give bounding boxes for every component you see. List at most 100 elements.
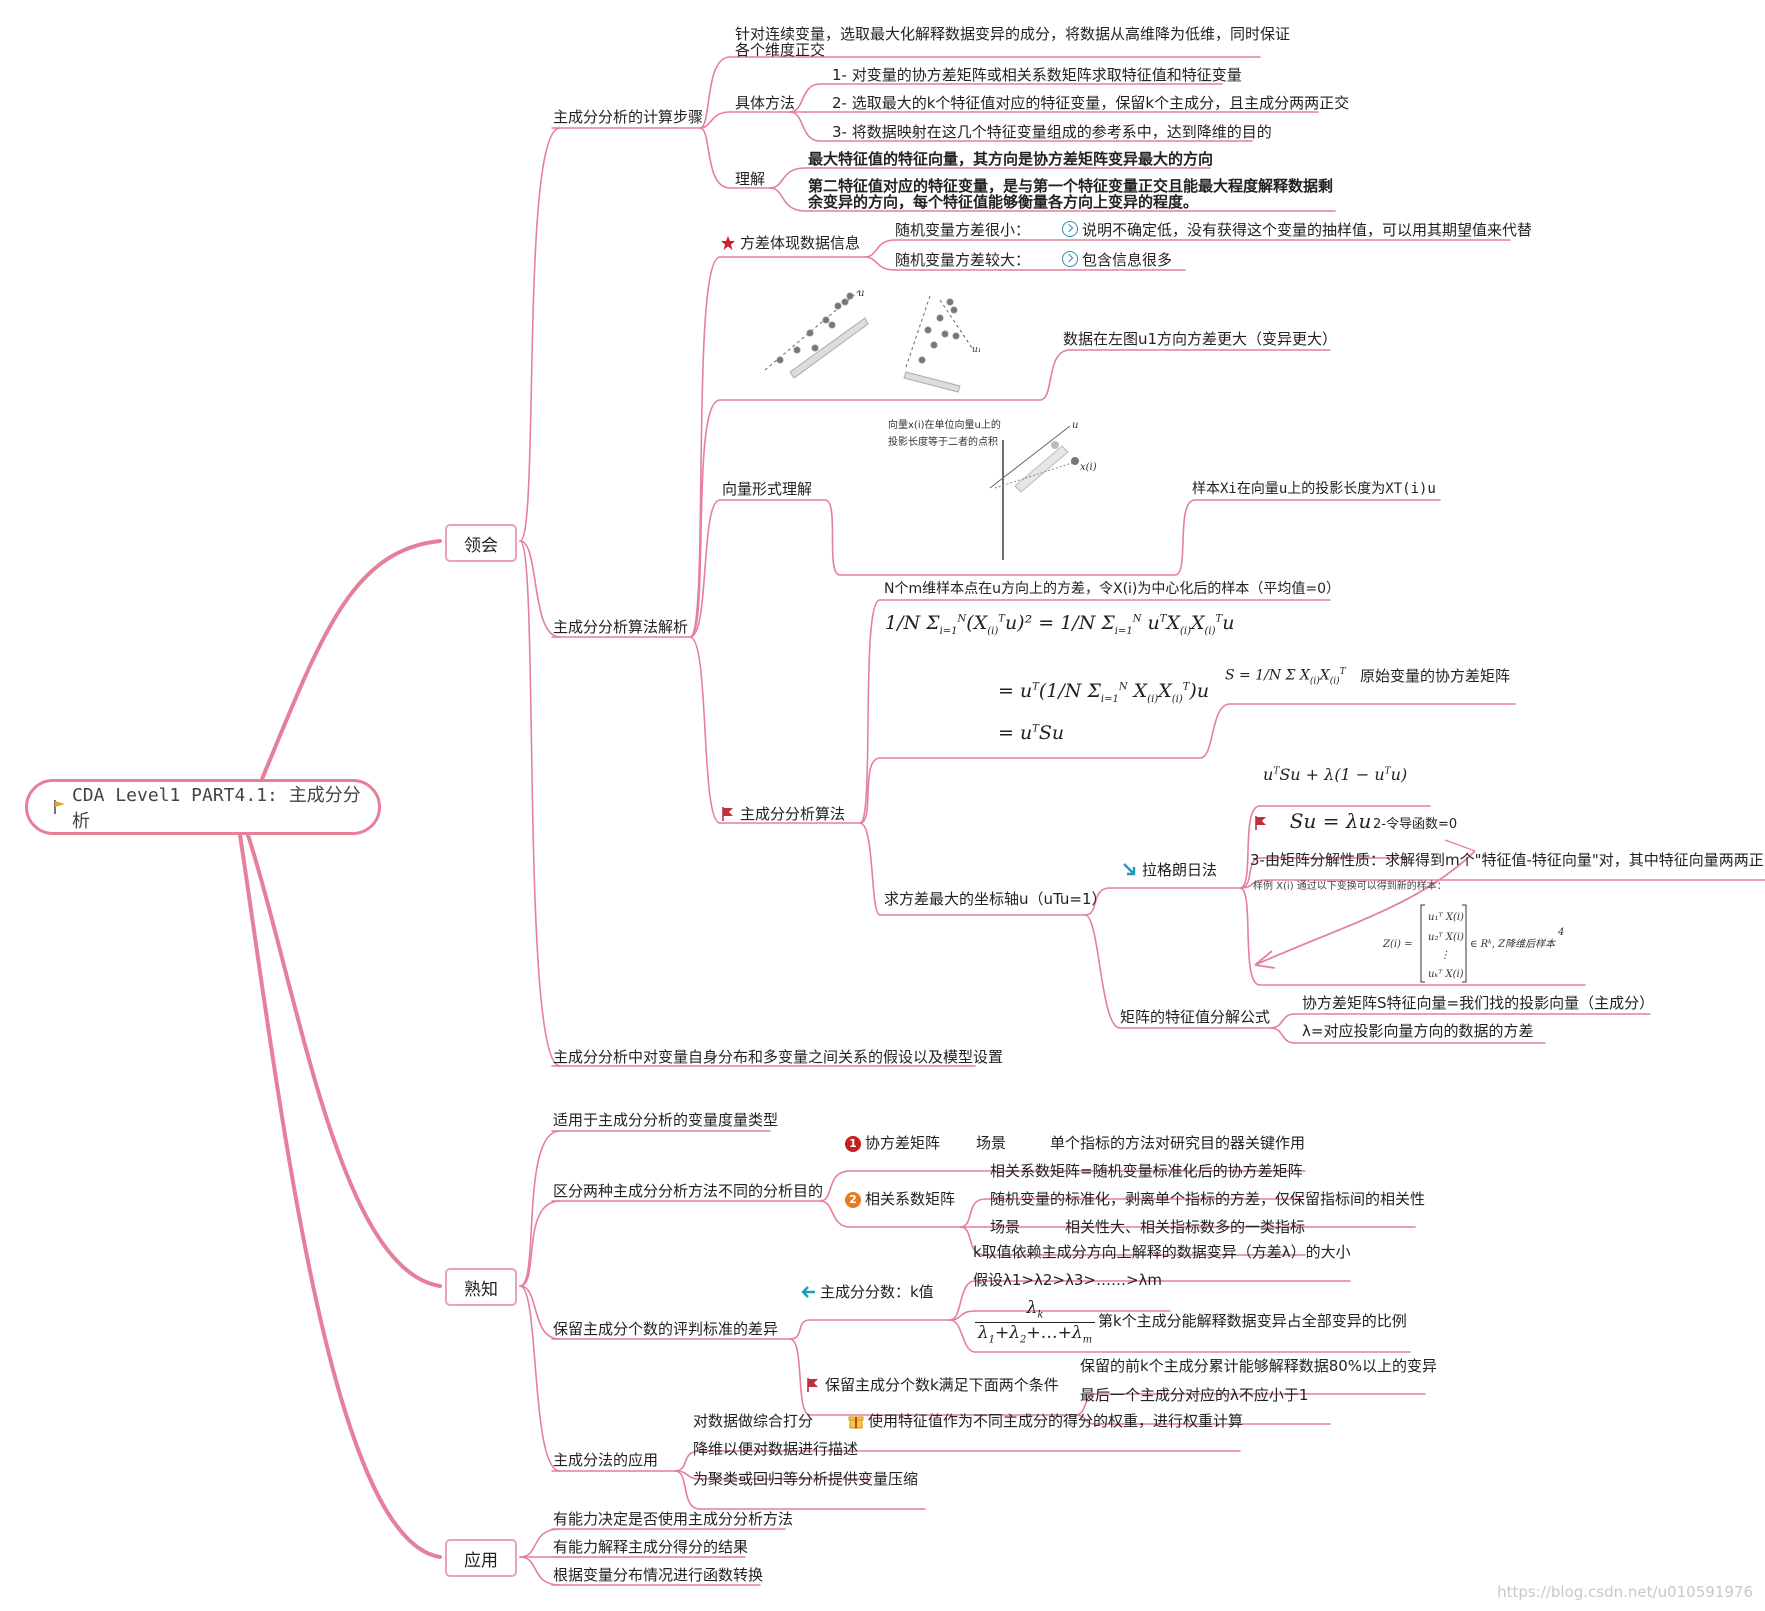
node-c2[interactable]: 随机变量的标准化，剥离单个指标的方差，仅保留指标间的相关性 xyxy=(990,1190,1426,1208)
node-e2[interactable]: λ=对应投影向量方向的数据的方差 xyxy=(1302,1022,1534,1040)
node-cov-scene-d[interactable]: 单个指标的方法对研究目的器关键作用 xyxy=(1050,1134,1306,1152)
node-algo[interactable]: 主成分分析算法解析 xyxy=(553,618,689,636)
svg-text:Z(i) =: Z(i) = xyxy=(1382,939,1413,950)
node-pca-algo[interactable]: 主成分分析算法 xyxy=(720,805,845,823)
root-title: CDA Level1 PART4.1: 主成分分析 xyxy=(71,785,361,832)
node-cov-label-text: 协方差矩阵 xyxy=(865,1134,941,1152)
number-2-icon: 2 xyxy=(845,1192,861,1208)
node-method[interactable]: 具体方法 xyxy=(735,94,796,112)
node-eigen[interactable]: 矩阵的特征值分解公式 xyxy=(1120,1008,1271,1026)
node-c1[interactable]: 相关系数矩阵=随机变量标准化后的协方差矩阵 xyxy=(990,1162,1303,1180)
formula-variance-2: = uT(1/N Σi=1N X(i)X(i)T)u xyxy=(998,680,1210,705)
branch-linghui[interactable]: 领会 xyxy=(445,524,517,562)
node-v-large[interactable]: 随机变量方差较大： xyxy=(895,251,1031,269)
node-e1[interactable]: 协方差矩阵S特征向量=我们找的投影向量（主成分） xyxy=(1302,994,1655,1012)
svg-text:u₁ᵀ X(i): u₁ᵀ X(i) xyxy=(1428,912,1464,923)
node-lagrange[interactable]: 拉格朗日法 xyxy=(1122,861,1217,879)
chevron-right-icon xyxy=(1062,221,1078,237)
scatter-u-label: u xyxy=(858,288,864,299)
node-m2[interactable]: 2- 选取最大的k个特征值对应的特征变量，保留k个主成分，且主成分两两正交 xyxy=(832,94,1350,112)
scatter-u1-label: u₁ xyxy=(972,345,981,355)
node-understand[interactable]: 理解 xyxy=(735,170,766,188)
node-left-more[interactable]: 数据在左图u1方向方差更大（变异更大） xyxy=(1063,330,1338,348)
node-vector[interactable]: 向量形式理解 xyxy=(722,480,813,498)
svg-text:uₖᵀ X(i): uₖᵀ X(i) xyxy=(1428,969,1464,980)
node-m3[interactable]: 3- 将数据映射在这几个特征变量组成的参考系中，达到降维的目的 xyxy=(832,123,1272,141)
node-u1[interactable]: 最大特征值的特征向量，其方向是协方差矩阵变异最大的方向 xyxy=(808,150,1214,168)
branch-shuzhi[interactable]: 熟知 xyxy=(445,1268,517,1306)
node-steps-desc-2[interactable]: 各个维度正交 xyxy=(735,41,826,59)
flag-icon xyxy=(722,807,733,821)
node-v-small-d-label: 说明不确定低，没有获得这个变量的抽样值，可以用其期望值来代替 xyxy=(1082,221,1533,239)
node-a2[interactable]: 降维以便对数据进行描述 xyxy=(693,1440,859,1458)
node-cond1[interactable]: 保留的前k个主成分累计能够解释数据80%以上的变异 xyxy=(1080,1357,1438,1375)
node-y3[interactable]: 根据变量分布情况进行函数转换 xyxy=(553,1566,764,1584)
formula-variance-1: 1/N Σi=1N(X(i)Tu)² = 1/N Σi=1N uTX(i)X(i… xyxy=(885,612,1235,637)
node-c3[interactable]: 场景 xyxy=(990,1218,1021,1236)
node-variance[interactable]: 方差体现数据信息 xyxy=(720,234,860,252)
node-proj-len[interactable]: 样本Xi在向量u上的投影长度为XT(i)u xyxy=(1192,481,1436,497)
node-v-small-d[interactable]: 说明不确定低，没有获得这个变量的抽样值，可以用其期望值来代替 xyxy=(1062,221,1532,239)
node-steps-desc-1[interactable]: 针对连续变量，选取最大化解释数据变异的成分，将数据从高维降为低维，同时保证 xyxy=(735,25,1291,43)
flag-icon xyxy=(54,800,65,814)
svg-text:∈ Rᵏ, Z降维后样本: ∈ Rᵏ, Z降维后样本 xyxy=(1470,938,1556,950)
node-k1[interactable]: k取值依赖主成分方向上解释的数据变异（方差λ）的大小 xyxy=(973,1243,1351,1261)
node-v-small[interactable]: 随机变量方差很小： xyxy=(895,221,1031,239)
node-y1[interactable]: 有能力决定是否使用主成分分析方法 xyxy=(553,1510,794,1528)
node-sample-note: 样例 X(i) 通过以下变换可以得到新的样本： xyxy=(1253,881,1447,892)
node-cond[interactable]: 保留主成分个数k满足下面两个条件 xyxy=(805,1376,1059,1394)
formula-eigen: Su = λu xyxy=(1289,809,1372,833)
svg-text:4: 4 xyxy=(1557,927,1564,938)
node-k2[interactable]: 假设λ1>λ2>λ3>……>λm xyxy=(973,1271,1163,1289)
branch-yingyong[interactable]: 应用 xyxy=(445,1539,517,1577)
node-pca-algo-label: 主成分分析算法 xyxy=(740,805,846,823)
node-k3[interactable]: 第k个主成分能解释数据变异占全部变异的比例 xyxy=(1098,1312,1407,1330)
formula-lagrange: uTSu + λ(1 − uTu) xyxy=(1263,765,1408,784)
svg-text:u₂ᵀ X(i): u₂ᵀ X(i) xyxy=(1428,932,1464,943)
node-u2b[interactable]: 余变异的方向，每个特征值能够衡量各方向上变异的程度。 xyxy=(808,193,1199,211)
node-keep[interactable]: 保留主成分个数的评判标准的差异 xyxy=(553,1320,779,1338)
number-1-icon: 1 xyxy=(845,1136,861,1152)
node-assume[interactable]: 主成分分析中对变量自身分布和多变量之间关系的假设以及模型设置 xyxy=(553,1048,1004,1066)
formula-ratio: λk λ1+λ2+…+λm xyxy=(975,1298,1095,1346)
node-max-axis[interactable]: 求方差最大的坐标轴u（uTu=1） xyxy=(884,890,1107,908)
node-cov-scene[interactable]: 场景 xyxy=(976,1134,1007,1152)
projection-diagram xyxy=(989,425,1079,560)
node-variance-label: 方差体现数据信息 xyxy=(740,234,861,252)
proj-x-label: x(i) xyxy=(1080,462,1097,473)
chevron-right-icon xyxy=(1062,251,1078,267)
node-steps[interactable]: 主成分分析的计算步骤 xyxy=(553,108,704,126)
node-c3d[interactable]: 相关性大、相关指标数多的一类指标 xyxy=(1065,1218,1306,1236)
node-l1[interactable]: Su = λu xyxy=(1253,809,1372,833)
node-cond2[interactable]: 最后一个主成分对应的λ不应小于1 xyxy=(1080,1386,1309,1404)
star-icon xyxy=(721,236,735,250)
node-v-large-d-label: 包含信息很多 xyxy=(1082,251,1173,269)
node-l2[interactable]: 2-令导函数=0 xyxy=(1373,817,1458,832)
node-u2a[interactable]: 第二特征值对应的特征变量，是与第一个特征变量正交且能最大程度解释数据剩 xyxy=(808,177,1334,195)
root-node[interactable]: CDA Level1 PART4.1: 主成分分析 xyxy=(25,779,381,835)
arrow-down-right-icon xyxy=(1123,863,1136,876)
node-l3[interactable]: 3-由矩阵分解性质：求解得到m个"特征值-特征向量"对，其中特征向量两两正交 xyxy=(1250,851,1765,869)
node-n-samples[interactable]: N个m维样本点在u方向上的方差，令X(i)为中心化后的样本（平均值=0） xyxy=(884,581,1341,597)
formula-cov: S = 1/N Σ X(i)X(i)T xyxy=(1225,667,1346,687)
node-app[interactable]: 主成分法的应用 xyxy=(553,1451,659,1469)
node-a1[interactable]: 对数据做综合打分 xyxy=(693,1412,814,1430)
proj-note-2: 投影长度等于二者的点积 xyxy=(888,437,998,448)
watermark: https://blog.csdn.net/u010591976 xyxy=(1497,1583,1753,1601)
node-a1d[interactable]: 使用特征值作为不同主成分的得分的权重，进行权重计算 xyxy=(848,1412,1243,1430)
node-v-large-d[interactable]: 包含信息很多 xyxy=(1062,251,1172,269)
node-cov-label[interactable]: 原始变量的协方差矩阵 xyxy=(1360,667,1511,685)
node-cond-label: 保留主成分个数k满足下面两个条件 xyxy=(825,1376,1059,1394)
node-kval[interactable]: 主成分分数：k值 xyxy=(800,1283,934,1301)
node-corr-label: 相关系数矩阵 xyxy=(865,1190,956,1208)
node-m1[interactable]: 1- 对变量的协方差矩阵或相关系数矩阵求取特征值和特征变量 xyxy=(832,66,1242,84)
node-a3[interactable]: 为聚类或回归等分析提供变量压缩 xyxy=(693,1470,919,1488)
node-y2[interactable]: 有能力解释主成分得分的结果 xyxy=(553,1538,749,1556)
node-a1d-label: 使用特征值作为不同主成分的得分的权重，进行权重计算 xyxy=(868,1412,1244,1430)
node-two[interactable]: 区分两种主成分分析方法不同的分析目的 xyxy=(553,1182,824,1200)
node-types[interactable]: 适用于主成分分析的变量度量类型 xyxy=(553,1111,779,1129)
